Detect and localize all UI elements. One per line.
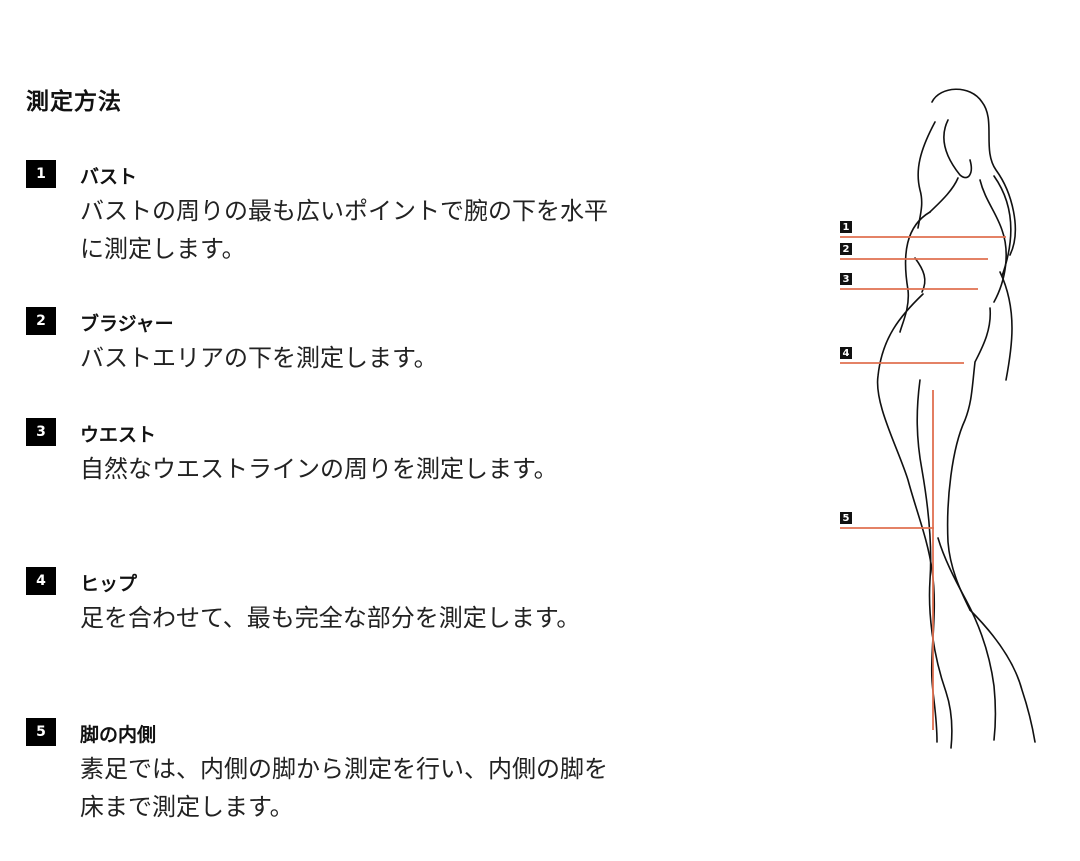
step-description: バストの周りの最も広いポイントで腕の下を水平に測定します。 <box>80 197 608 263</box>
marker-5-label: 5 <box>843 513 850 524</box>
hair-back <box>999 271 1013 381</box>
step-number-badge: 5 <box>26 718 56 746</box>
step-number-badge: 3 <box>26 418 56 446</box>
step-title: ブラジャー <box>80 313 174 335</box>
step-description: 足を合わせて、最も完全な部分を測定します。 <box>80 604 581 632</box>
face-outline <box>943 119 973 179</box>
page-title: 測定方法 <box>26 89 122 115</box>
step-title: ヒップ <box>80 573 138 595</box>
measurement-lines <box>840 236 1006 730</box>
right-leg-contour <box>969 609 1036 743</box>
step-number-badge: 1 <box>26 160 56 188</box>
right-body-contour <box>946 307 992 611</box>
right-shoulder <box>979 179 1007 303</box>
marker-1-label: 1 <box>843 222 850 233</box>
step-description: 素足では、内側の脚から測定を行い、内側の脚を床まで測定します。 <box>80 755 608 821</box>
step-number-badge: 4 <box>26 567 56 595</box>
marker-4-label: 4 <box>843 348 850 359</box>
step-description: バストエリアの下を測定します。 <box>80 344 438 372</box>
step-title: ウエスト <box>80 424 157 446</box>
marker-1-box <box>840 221 852 233</box>
step-title: バスト <box>80 166 138 188</box>
marker-2-label: 2 <box>843 244 850 255</box>
inner-leg-contour <box>916 379 953 749</box>
body-outline <box>876 88 1036 749</box>
step-number-badge: 2 <box>26 307 56 335</box>
step-title: 脚の内側 <box>80 724 157 746</box>
chest-detail <box>914 257 926 293</box>
body-measurement-figure: 1 2 3 4 5 <box>820 80 1060 760</box>
marker-5-box <box>840 512 852 524</box>
marker-2-box <box>840 243 852 255</box>
marker-3-box <box>840 273 852 285</box>
leg-inner-contour <box>937 537 997 741</box>
marker-3-label: 3 <box>843 274 850 285</box>
measurement-markers: 1 2 3 4 5 <box>840 221 852 524</box>
step-description: 自然なウエストラインの周りを測定します。 <box>80 455 558 483</box>
neck-left <box>929 177 959 213</box>
left-body-contour <box>876 293 938 743</box>
body-outline-diagram: 1 2 3 4 5 <box>840 88 1036 749</box>
head-left <box>917 121 936 229</box>
marker-4-box <box>840 347 852 359</box>
hair-outline <box>931 88 1017 256</box>
